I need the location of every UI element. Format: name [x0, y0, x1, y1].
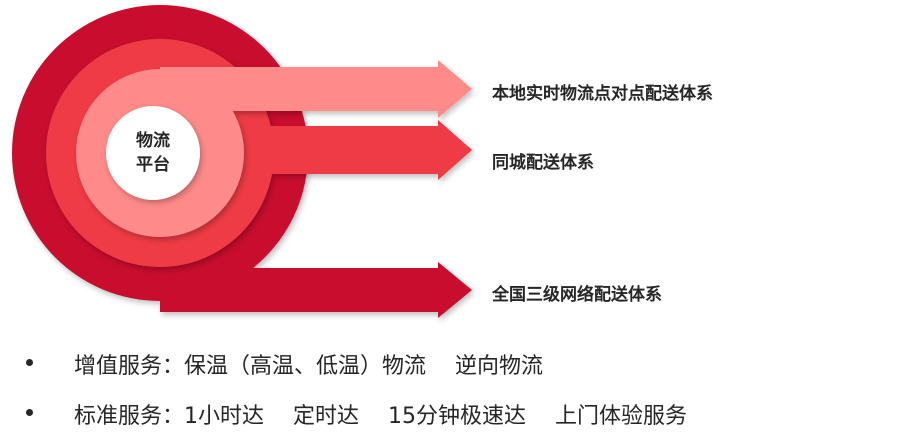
system-local-label: 本地实时物流点对点配送体系	[492, 84, 713, 104]
bullet-icon	[26, 409, 33, 416]
system-national-label: 全国三级网络配送体系	[492, 285, 662, 305]
service-text: 标准服务：1小时达 定时达 15分钟极速达 上门体验服务	[74, 404, 687, 429]
platform-label: 物流 平台	[103, 129, 203, 177]
platform-core	[106, 106, 200, 200]
bullet-icon	[26, 359, 33, 366]
system-city-label: 同城配送体系	[492, 153, 594, 173]
platform-label-line1: 物流	[136, 131, 170, 151]
platform-label-line2: 平台	[136, 155, 170, 175]
service-text: 增值服务：保温（高温、低温）物流 逆向物流	[74, 354, 543, 379]
logistics-diagram	[12, 5, 472, 318]
